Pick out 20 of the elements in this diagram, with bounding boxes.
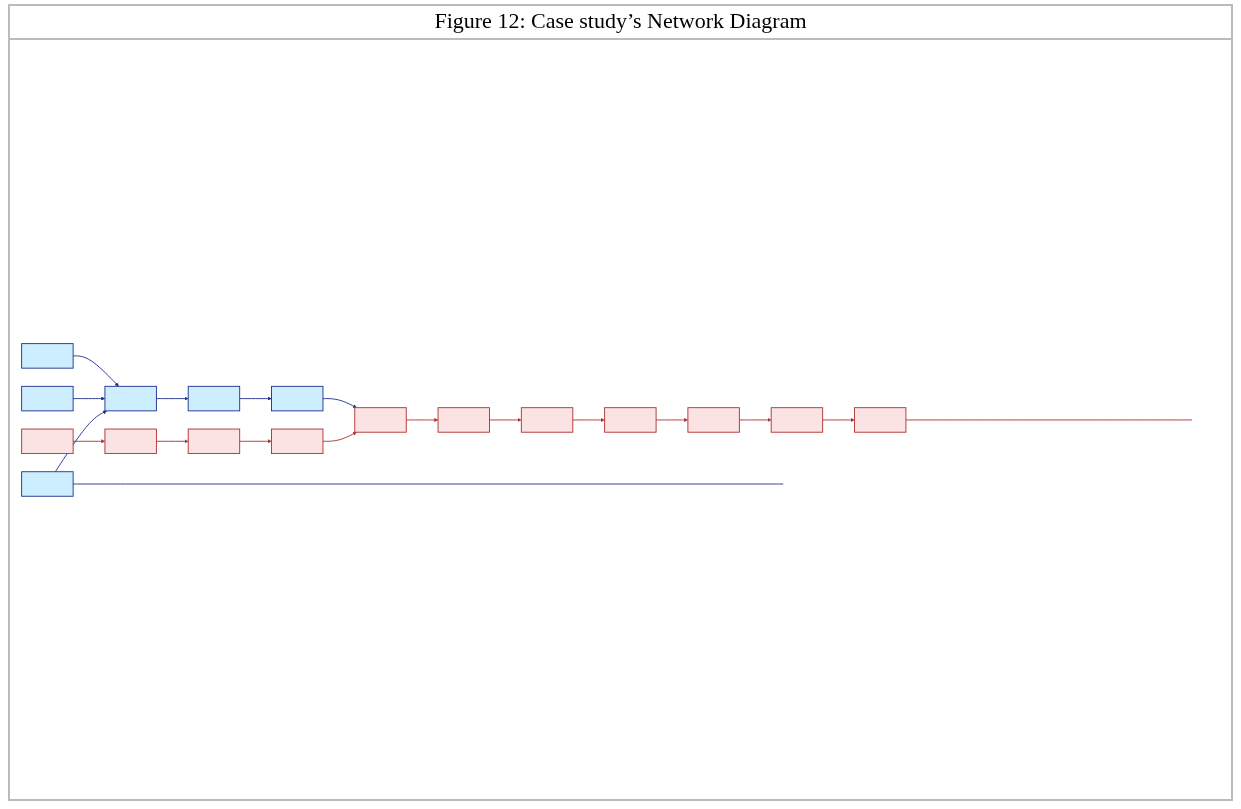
node-box xyxy=(271,385,324,411)
node-box xyxy=(271,428,324,454)
connector xyxy=(72,483,784,484)
node-box xyxy=(21,342,74,369)
node-box xyxy=(437,406,490,433)
node-box xyxy=(854,406,907,433)
node-box xyxy=(21,385,74,411)
connector xyxy=(905,419,1193,420)
node-box xyxy=(520,406,574,433)
node-box xyxy=(604,406,657,433)
node-box xyxy=(187,385,241,411)
node-box xyxy=(104,385,157,411)
node-box xyxy=(21,428,74,454)
node-box xyxy=(21,470,74,497)
node-box xyxy=(187,428,241,454)
node-box xyxy=(687,406,740,433)
node-box xyxy=(104,428,157,454)
node-box xyxy=(354,406,407,433)
figure-title: Figure 12: Case study’s Network Diagram xyxy=(10,6,1231,40)
node-box xyxy=(770,406,824,433)
